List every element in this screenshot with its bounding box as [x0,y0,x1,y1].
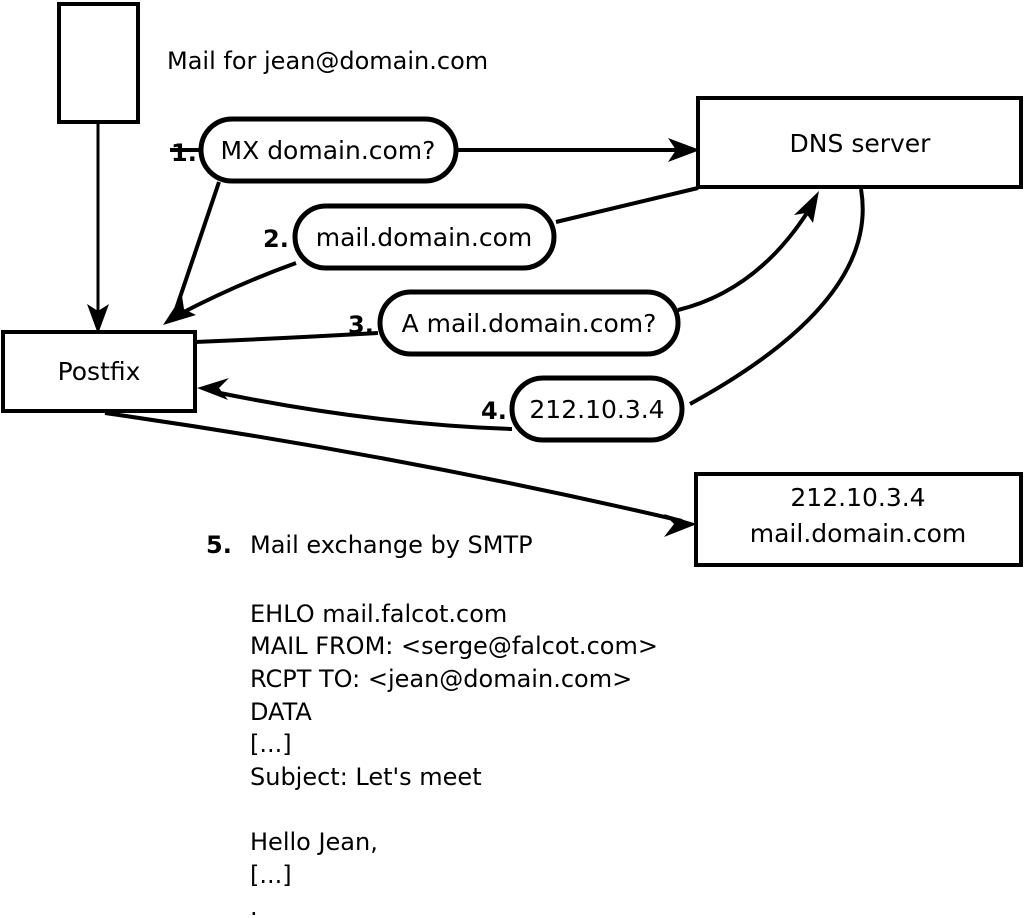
transcript-line-2: RCPT TO: <jean@domain.com> [250,665,632,693]
transcript-line-1: MAIL FROM: <serge@falcot.com> [250,632,658,660]
step-label-4: 212.10.3.4 [529,395,664,424]
edge-step4-to-postfix [214,390,513,431]
edge-step1-bubble-tail [171,181,221,319]
bubble-step-2 [292,203,557,271]
arrowhead-step1-to-dns [668,138,700,162]
transcript-line-7: Hello Jean, [250,828,378,856]
transcript-line-8: [...] [250,861,292,889]
transcript-line-5: Subject: Let's meet [250,763,482,791]
transcript-line-9: . [250,893,258,919]
node-remote-mailserver-box [694,472,1023,567]
bubble-step-1 [198,116,459,184]
step-label-1: MX domain.com? [221,136,436,165]
node-dns-server-box [696,96,1023,189]
edge-step3-to-dns [677,203,814,312]
transcript-line-3: DATA [250,698,312,726]
step-label-2: mail.domain.com [316,223,532,252]
arrowhead-step2-to-postfix [163,296,196,325]
step-number-2: 2. [263,225,289,253]
edge-step4-from-dns [689,188,865,406]
edge-step5-postfix-to-remote [104,411,683,523]
edge-step2-to-postfix [177,261,297,317]
arrowhead-step4-to-postfix [197,378,229,400]
caption-mail-for: Mail for jean@domain.com [167,47,488,75]
arrowhead-sender-to-postfix [87,304,109,334]
label-remote-ip: 212.10.3.4 [790,483,925,512]
transcript-line-0: EHLO mail.falcot.com [250,600,507,628]
arrowhead-step3-to-dns [794,191,819,223]
label-postfix: Postfix [58,357,141,386]
bubble-step-4 [509,375,685,443]
step-label-5: Mail exchange by SMTP [250,531,533,559]
step-number-3: 3. [348,311,374,339]
label-dns-server: DNS server [790,129,932,158]
step-number-4: 4. [481,397,507,425]
edge-step2-from-dns [555,186,699,224]
label-remote-host: mail.domain.com [750,519,966,548]
bubble-step-3 [377,289,681,357]
step-number-5: 5. [206,531,232,559]
node-postfix-box [1,330,197,413]
edge-step3-from-postfix [194,331,379,344]
transcript-line-4: [...] [250,730,292,758]
node-sender-box [57,2,140,124]
arrowhead-step5-to-remote [664,514,697,537]
step-number-1: 1. [171,139,197,167]
step-label-3: A mail.domain.com? [402,309,657,338]
